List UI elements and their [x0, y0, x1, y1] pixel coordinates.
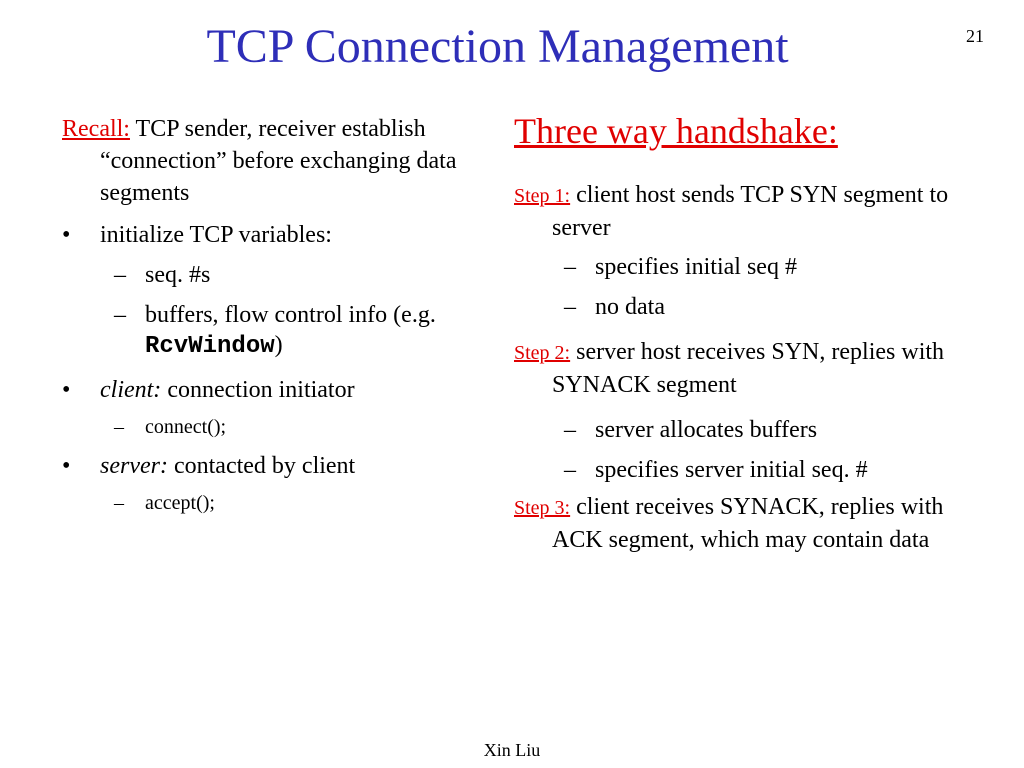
bullet-text-init-vars: initialize TCP variables:: [100, 222, 332, 248]
step-1: Step 1: client host sends TCP SYN segmen…: [514, 179, 962, 244]
list-subitem: – connect();: [114, 412, 462, 442]
list-subitem: – specifies server initial seq. #: [564, 455, 974, 485]
step-1-sub-initial-seq: specifies initial seq #: [595, 254, 797, 280]
bullet-glyph: •: [62, 377, 71, 403]
step-2-text: server host receives SYN, replies with S…: [552, 339, 945, 398]
recall-text: TCP sender, receiver establish “connecti…: [100, 116, 457, 206]
step-1-sub-no-data: no data: [595, 294, 665, 320]
list-item: • client: connection initiator: [62, 374, 462, 406]
list-subitem: – no data: [564, 292, 974, 322]
handshake-heading: Three way handshake:: [514, 111, 838, 151]
bullet-glyph: •: [62, 453, 71, 479]
bullet-text-server: server: contacted by client: [100, 453, 356, 479]
step-3: Step 3: client receives SYNACK, replies …: [514, 491, 992, 556]
dash-glyph: –: [564, 457, 576, 483]
step-2-sub-server-seq: specifies server initial seq. #: [595, 457, 868, 483]
dash-glyph: –: [114, 416, 124, 438]
dash-glyph: –: [114, 262, 126, 288]
list-item: • server: contacted by client: [62, 450, 462, 482]
step-3-label: Step 3:: [514, 497, 571, 519]
dash-glyph: –: [114, 302, 126, 328]
bullet-glyph: •: [62, 222, 71, 248]
step-3-text: client receives SYNACK, replies with ACK…: [552, 494, 944, 553]
recall-label: Recall:: [62, 116, 130, 142]
subitem-text-connect: connect();: [145, 416, 227, 438]
step-1-label: Step 1:: [514, 185, 571, 207]
step-1-text: client host sends TCP SYN segment to ser…: [552, 182, 949, 241]
step-2-sub-buffers: server allocates buffers: [595, 417, 818, 443]
slide-number: 21: [966, 26, 984, 46]
dash-glyph: –: [564, 294, 576, 320]
list-subitem: – seq. #s: [114, 260, 462, 290]
list-subitem: – accept();: [114, 488, 462, 518]
left-column: Recall: TCP sender, receiver establish “…: [62, 113, 462, 518]
list-item: • initialize TCP variables:: [62, 219, 462, 251]
step-2-label: Step 2:: [514, 342, 571, 364]
recall-paragraph: Recall: TCP sender, receiver establish “…: [62, 113, 462, 209]
list-subitem: – specifies initial seq #: [564, 252, 974, 282]
footer-author: Xin Liu: [483, 740, 541, 760]
rcvwindow-code: RcvWindow: [145, 333, 275, 360]
subitem-text-accept: accept();: [145, 492, 215, 514]
list-subitem: – buffers, flow control info (e.g. RcvWi…: [114, 300, 462, 362]
bullet-text-client: client: connection initiator: [100, 377, 355, 403]
subitem-text-seq: seq. #s: [145, 262, 211, 288]
dash-glyph: –: [114, 492, 124, 514]
right-column: Three way handshake: Step 1: client host…: [514, 113, 974, 556]
slide-title: TCP Connection Management: [206, 20, 789, 73]
subitem-text-buffers: buffers, flow control info (e.g. RcvWind…: [145, 302, 436, 360]
list-subitem: – server allocates buffers: [564, 415, 974, 445]
step-2: Step 2: server host receives SYN, replie…: [514, 336, 962, 401]
dash-glyph: –: [564, 417, 576, 443]
dash-glyph: –: [564, 254, 576, 280]
